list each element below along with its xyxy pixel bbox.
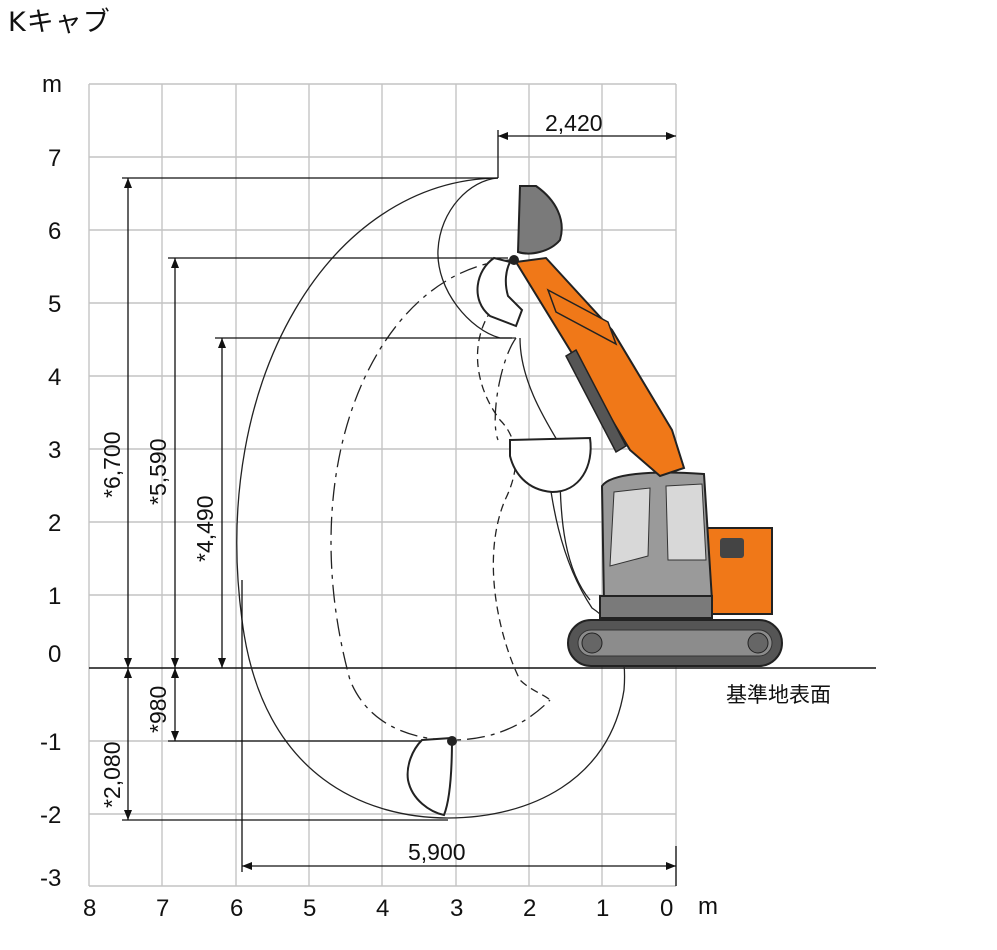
bucket-icons <box>406 185 592 817</box>
x-tick-label: 7 <box>156 895 169 922</box>
dim-depth-1: *980 <box>145 686 171 733</box>
bucket-bottom <box>406 736 454 817</box>
y-tick-label: -3 <box>40 865 61 892</box>
x-tick-label: 1 <box>596 895 609 922</box>
dimension-lines <box>122 130 677 886</box>
bucket-middle <box>509 436 592 494</box>
y-tick-label: 7 <box>48 145 61 172</box>
boom-cylinder <box>565 348 627 454</box>
y-axis-ticks: m 7 6 5 4 3 2 1 0 -1 -2 -3 <box>40 71 62 892</box>
y-tick-label: 1 <box>48 583 61 610</box>
y-tick-label: 3 <box>48 437 61 464</box>
dim-bottom-width: 5,900 <box>408 839 466 865</box>
y-tick-label: 5 <box>48 291 61 318</box>
arm-cylinder <box>546 288 618 346</box>
x-tick-label: 0 <box>660 895 673 922</box>
bucket-top <box>516 185 563 255</box>
x-tick-label: 6 <box>230 895 243 922</box>
y-tick-label: 0 <box>48 641 61 668</box>
bucket-upper <box>476 256 524 328</box>
x-tick-label: 2 <box>523 895 536 922</box>
y-tick-label: 4 <box>48 364 61 391</box>
dim-top-width: 2,420 <box>545 110 603 136</box>
x-tick-label: 5 <box>303 895 316 922</box>
dim-max-depth: *2,080 <box>99 741 125 808</box>
dim-max-height: *6,700 <box>99 431 125 498</box>
y-tick-label: -2 <box>40 802 61 829</box>
x-tick-label: 8 <box>83 895 96 922</box>
x-tick-label: 4 <box>376 895 389 922</box>
y-tick-label: 6 <box>48 218 61 245</box>
ground-label: 基準地表面 <box>726 683 831 707</box>
dim-dump-height: *5,590 <box>145 438 171 505</box>
page-title: Kキャブ <box>8 7 111 38</box>
x-tick-label: 3 <box>450 895 463 922</box>
y-axis-unit: m <box>42 71 62 98</box>
y-tick-label: -1 <box>40 729 61 756</box>
dim-height-3: *4,490 <box>192 495 218 562</box>
x-axis-unit: m <box>698 893 718 920</box>
dimension-arrows <box>124 132 676 870</box>
working-range-curves <box>236 177 626 819</box>
grid <box>88 83 677 887</box>
excavator-illustration <box>447 255 783 746</box>
x-axis-ticks: 8 7 6 5 4 3 2 1 0 m <box>83 893 718 922</box>
y-tick-label: 2 <box>48 510 61 537</box>
